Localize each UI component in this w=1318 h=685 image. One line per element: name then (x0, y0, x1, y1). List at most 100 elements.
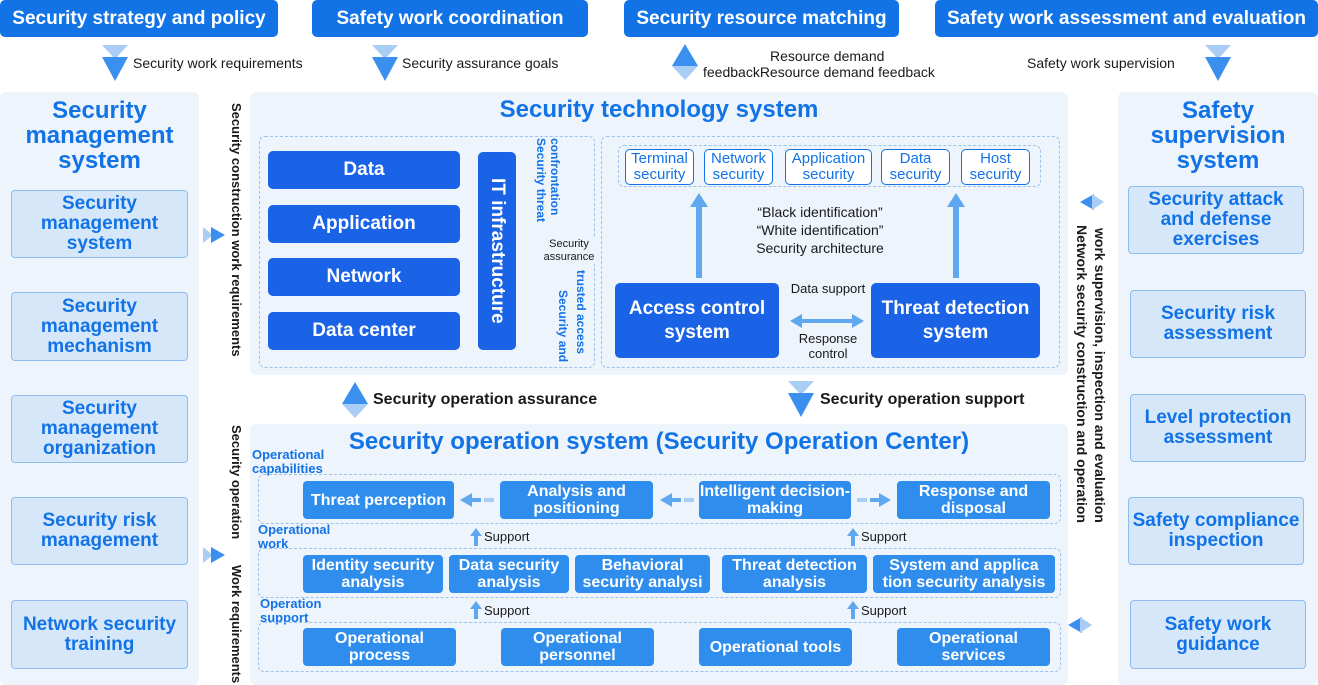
up-arrow-icon (847, 601, 859, 619)
right-arrow-icon (857, 493, 891, 507)
left-arrow-icon (660, 493, 694, 507)
support-process: Operational process (303, 628, 456, 666)
strategy-box: Security strategy and policy (0, 0, 278, 37)
left-arrow-icon (1068, 617, 1092, 633)
layer-application: Application (268, 205, 460, 243)
resource-label: Security resource matching (636, 7, 887, 29)
goals-flow-label: Security assurance goals (402, 55, 559, 71)
architecture-group (601, 136, 1060, 368)
work-threat-analysis: Threat detection analysis (722, 555, 867, 593)
response-control-label: Response control (798, 331, 858, 361)
support-label-3: Support (484, 603, 530, 618)
access-control-system: Access control system (615, 283, 779, 358)
mid-text-confrontation: confrontation (548, 138, 562, 216)
support-label-2: Support (861, 529, 907, 544)
support-tools: Operational tools (699, 628, 852, 666)
host-security: Host security (961, 149, 1030, 185)
left-arrow-icon (460, 493, 494, 507)
up-arrow-icon (470, 528, 482, 546)
supervision-flow-label: Safety work supervision (1027, 55, 1175, 71)
resource-box: Security resource matching (624, 0, 899, 37)
cap-decision-making: Intelligent decision-making (699, 481, 851, 519)
data-support-label: Data support (790, 281, 866, 296)
up-arrow-icon (672, 44, 698, 80)
support-services: Operational services (897, 628, 1050, 666)
double-arrow-icon (790, 314, 864, 328)
right-flow-text2: Network security construction and operat… (1074, 225, 1090, 523)
right-item-compliance: Safety compliance inspection (1128, 497, 1304, 565)
left-flow-lower-text2: Work requirements (229, 565, 244, 684)
mid-text-security-and: Security and (556, 290, 570, 363)
architecture-notes: “Black identification” “White identifica… (720, 203, 920, 257)
right-item-guidance: Safety work guidance (1130, 600, 1306, 669)
terminal-security: Terminal security (625, 149, 694, 185)
right-item-level-protection: Level protection assessment (1130, 394, 1306, 462)
supervision-title: Safety supervision system (1150, 97, 1286, 174)
operation-support-label: Security operation support (820, 391, 1025, 408)
right-item-exercises: Security attack and defense exercises (1128, 186, 1304, 254)
layer-data-center: Data center (268, 312, 460, 350)
work-system-analysis: System and applica tion security analysi… (873, 555, 1055, 593)
data-security: Data security (881, 149, 950, 185)
left-arrow-icon (1080, 194, 1104, 210)
up-arrow-icon (342, 382, 368, 418)
mid-text-trusted: trusted access (574, 270, 588, 355)
down-arrow-icon (1205, 45, 1231, 81)
left-item-risk: Security risk management (11, 497, 188, 565)
up-arrow-icon (470, 601, 482, 619)
down-arrow-icon (788, 381, 814, 417)
work-behavioral-analysis: Behavioral security analysi (575, 555, 710, 593)
work-label: Operational work (258, 522, 331, 551)
up-arrow-icon (947, 193, 965, 278)
soc-title: Security operation system (Security Oper… (348, 428, 970, 455)
feedback-label-line1: Resource demand (770, 48, 885, 64)
management-panel (0, 92, 199, 685)
application-security: Application security (785, 149, 872, 185)
black-identification: “Black identification” (757, 204, 883, 220)
down-arrow-icon (372, 45, 398, 81)
left-item-training: Network security training (11, 600, 188, 669)
security-architecture-label: Security architecture (756, 240, 884, 256)
support-label-4: Support (861, 603, 907, 618)
operation-support-group (258, 622, 1061, 672)
capabilities-group (258, 474, 1061, 524)
network-security: Network security (704, 149, 773, 185)
right-flow-text1: work supervision, inspection and evaluat… (1092, 228, 1108, 523)
cap-response-disposal: Response and disposal (897, 481, 1050, 519)
mid-text-threat: Security threat (534, 138, 548, 223)
right-arrow-icon (203, 227, 225, 243)
right-arrow-icon (203, 547, 225, 563)
technology-title: Security technology system (499, 96, 819, 123)
down-arrow-icon (102, 45, 128, 81)
strategy-label: Security strategy and policy (12, 7, 266, 29)
up-arrow-icon (690, 193, 708, 278)
requirements-flow-label: Security work requirements (133, 55, 303, 71)
white-identification: “White identification” (756, 222, 884, 238)
assessment-box: Safety work assessment and evaluation (935, 0, 1318, 37)
threat-detection-system: Threat detection system (871, 283, 1040, 358)
cap-analysis-positioning: Analysis and positioning (500, 481, 653, 519)
left-flow-upper-text: Security construction work requirements (229, 103, 244, 357)
work-group (258, 548, 1061, 598)
cap-threat-perception: Threat perception (303, 481, 454, 519)
work-identity-analysis: Identity security analysis (303, 555, 443, 593)
operation-assurance-label: Security operation assurance (373, 391, 598, 408)
assessment-label: Safety work assessment and evaluation (946, 7, 1307, 29)
layer-network: Network (268, 258, 460, 296)
coordination-label: Safety work coordination (336, 7, 564, 29)
left-flow-lower-text1: Security operation (229, 425, 244, 540)
capabilities-label: Operational capabilities (252, 447, 325, 476)
work-data-analysis: Data security analysis (449, 555, 569, 593)
left-item-organization: Security management organization (11, 395, 188, 463)
right-item-risk-assessment: Security risk assessment (1130, 290, 1306, 358)
management-title: Security management system (25, 97, 174, 174)
up-arrow-icon (847, 528, 859, 546)
support-personnel: Operational personnel (501, 628, 654, 666)
supervision-panel (1118, 92, 1318, 685)
layer-data: Data (268, 151, 460, 189)
it-infrastructure: IT infrastructure (478, 152, 516, 350)
coordination-box: Safety work coordination (312, 0, 588, 37)
feedback-label-line2: feedbackResource demand feedback (703, 64, 935, 80)
left-item-system: Security management system (11, 190, 188, 258)
operation-support-row-label: Operation support (260, 596, 322, 625)
